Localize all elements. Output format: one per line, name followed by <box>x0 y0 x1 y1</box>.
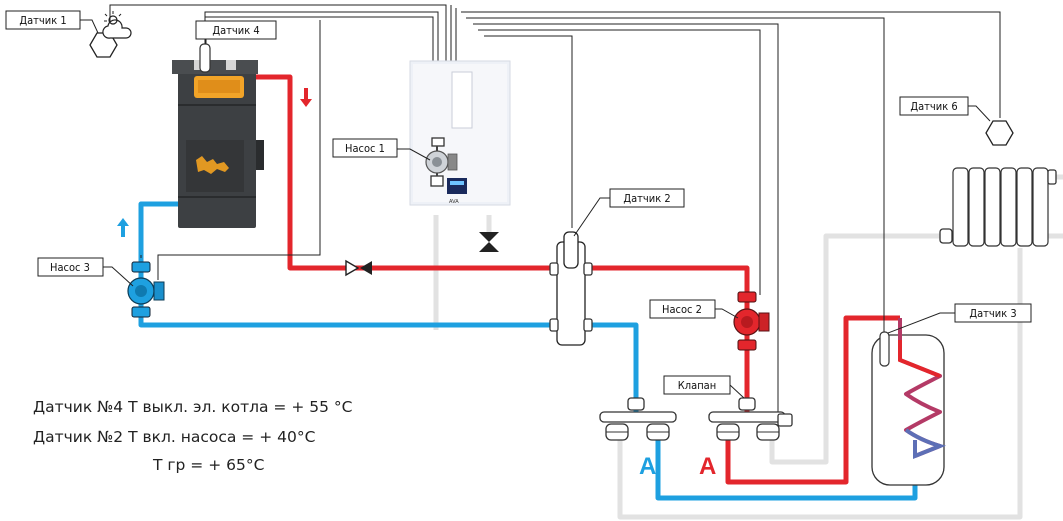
sensor-2-label: Датчик 2 <box>573 188 685 237</box>
svg-text:Датчик 4: Датчик 4 <box>212 24 259 37</box>
hot-water-tank <box>871 318 947 486</box>
svg-text:Датчик 3: Датчик 3 <box>969 307 1016 320</box>
sensor-4-label: Датчик 4 <box>195 20 277 44</box>
svg-text:Насос 1: Насос 1 <box>345 142 385 155</box>
manifold-blue <box>599 397 677 441</box>
port-a-red: А <box>699 453 716 480</box>
svg-text:Датчик 6: Датчик 6 <box>910 100 957 113</box>
pump-2 <box>733 291 770 351</box>
sensor-3-label: Датчик 3 <box>887 303 1032 334</box>
pump-1 <box>425 137 458 187</box>
radiator <box>939 166 1057 248</box>
svg-text:AVA: AVA <box>449 199 459 205</box>
note-sensor-2: Датчик №2 Т вкл. насоса = + 40°С <box>33 428 315 446</box>
valve-label: Клапан <box>663 375 745 399</box>
svg-text:Датчик 1: Датчик 1 <box>19 14 66 27</box>
port-a-blue: А <box>639 453 656 480</box>
sensor-6-hexagon <box>985 120 1014 146</box>
note-sensor-4: Датчик №4 Т выкл. эл. котла = + 55 °С <box>33 398 352 416</box>
note-t-limit: Т гр = + 65°С <box>152 456 264 474</box>
sensor-6-label: Датчик 6 <box>899 96 991 122</box>
svg-text:Насос 2: Насос 2 <box>662 303 702 316</box>
pump-2-label: Насос 2 <box>649 299 739 319</box>
check-valve <box>479 232 499 252</box>
sensor-1-label: Датчик 1 <box>5 10 99 34</box>
sensor-1-hexagon <box>89 11 132 58</box>
flow-arrow-down-red <box>300 88 312 107</box>
electric-boiler: AVA <box>409 60 511 206</box>
pump-3 <box>127 261 165 318</box>
solid-fuel-boiler <box>172 60 264 228</box>
svg-text:Клапан: Клапан <box>678 379 716 392</box>
blue-pipes <box>138 201 918 501</box>
flow-arrow-up-blue <box>117 218 129 237</box>
svg-text:Насос 3: Насос 3 <box>50 261 90 274</box>
sensor-4-probe <box>199 43 211 73</box>
hydraulic-separator <box>549 231 593 346</box>
pump-3-label: Насос 3 <box>37 257 134 287</box>
svg-text:Датчик 2: Датчик 2 <box>623 192 670 205</box>
manifold-red-valve <box>708 397 793 441</box>
grey-pipes <box>433 174 1063 520</box>
gate-valve <box>345 259 372 277</box>
pump-1-label: Насос 1 <box>332 138 431 161</box>
